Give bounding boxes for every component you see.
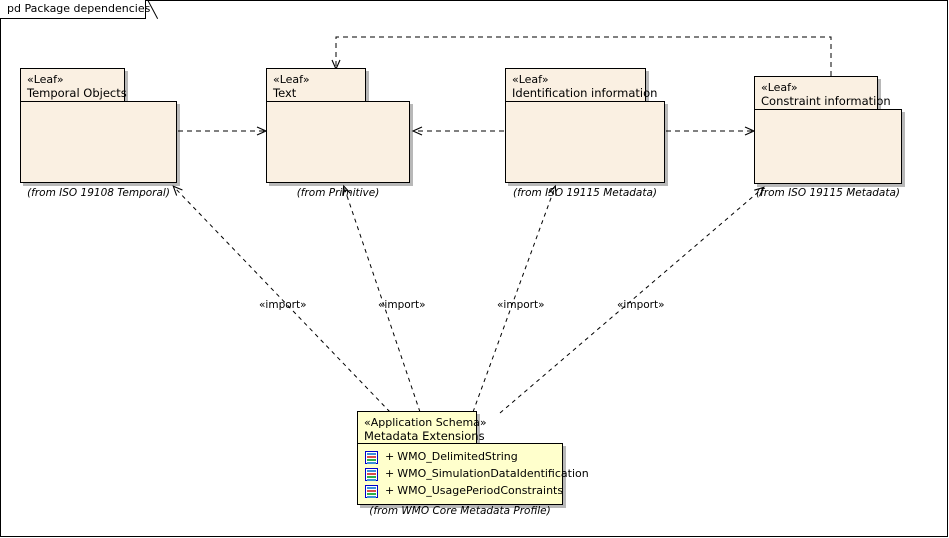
- class-member-list: + WMO_DelimitedString + WMO_SimulationDa…: [358, 444, 589, 500]
- package-stereotype: «Leaf»: [27, 73, 64, 86]
- member-name: WMO_UsagePeriodConstraints: [397, 484, 564, 497]
- package-body-temporal-objects: [20, 101, 177, 183]
- package-from-metadata-extensions: (from WMO Core Metadata Profile): [369, 505, 551, 517]
- connector-label-import-temporal: «import»: [259, 299, 307, 311]
- package-tab-constraint-information: «Leaf» Constraint information: [754, 76, 891, 110]
- package-name: Identification information: [512, 86, 658, 100]
- package-body-metadata-extensions: + WMO_DelimitedString + WMO_SimulationDa…: [357, 443, 589, 505]
- package-body-identification-information: [505, 101, 665, 183]
- package-from-text: (from Primitive): [296, 187, 380, 199]
- list-item[interactable]: + WMO_UsagePeriodConstraints: [365, 483, 589, 499]
- package-name: Temporal Objects: [27, 86, 127, 100]
- package-tab-temporal-objects: «Leaf» Temporal Objects: [20, 68, 127, 102]
- connector-label-import-identification: «import»: [497, 299, 545, 311]
- class-icon: [365, 450, 378, 464]
- package-name: Constraint information: [761, 94, 891, 108]
- package-name: Text: [273, 86, 297, 100]
- member-visibility: +: [385, 450, 395, 463]
- package-from-constraint-information: (from ISO 19115 Metadata): [755, 187, 901, 199]
- package-stereotype: «Leaf»: [512, 73, 549, 86]
- connector-label-import-text: «import»: [378, 299, 426, 311]
- package-name: Metadata Extensions: [364, 429, 485, 443]
- package-tab-text: «Leaf» Text: [266, 68, 366, 102]
- package-stereotype: «Leaf»: [761, 81, 798, 94]
- diagram-frame-tab: pd Package dependencies: [0, 0, 150, 19]
- package-from-identification-information: (from ISO 19115 Metadata): [512, 187, 658, 199]
- member-visibility: +: [385, 484, 395, 497]
- package-tab-metadata-extensions: «Application Schema» Metadata Extensions: [357, 411, 487, 444]
- package-from-temporal-objects: (from ISO 19108 Temporal): [27, 187, 170, 199]
- list-item[interactable]: + WMO_SimulationDataIdentification: [365, 466, 589, 482]
- class-icon: [365, 484, 378, 498]
- connector-label-import-constraint: «import»: [617, 299, 665, 311]
- diagram-frame-tab-corner: [146, 0, 162, 20]
- member-name: WMO_SimulationDataIdentification: [397, 467, 589, 480]
- list-item[interactable]: + WMO_DelimitedString: [365, 449, 589, 465]
- package-body-constraint-information: [754, 109, 902, 184]
- member-visibility: +: [385, 467, 395, 480]
- package-stereotype: «Leaf»: [273, 73, 310, 86]
- package-body-text: [266, 101, 410, 183]
- package-stereotype: «Application Schema»: [364, 416, 487, 429]
- class-icon: [365, 467, 378, 481]
- package-tab-identification-information: «Leaf» Identification information: [505, 68, 658, 102]
- member-name: WMO_DelimitedString: [397, 450, 518, 463]
- diagram-title: pd Package dependencies: [7, 2, 151, 15]
